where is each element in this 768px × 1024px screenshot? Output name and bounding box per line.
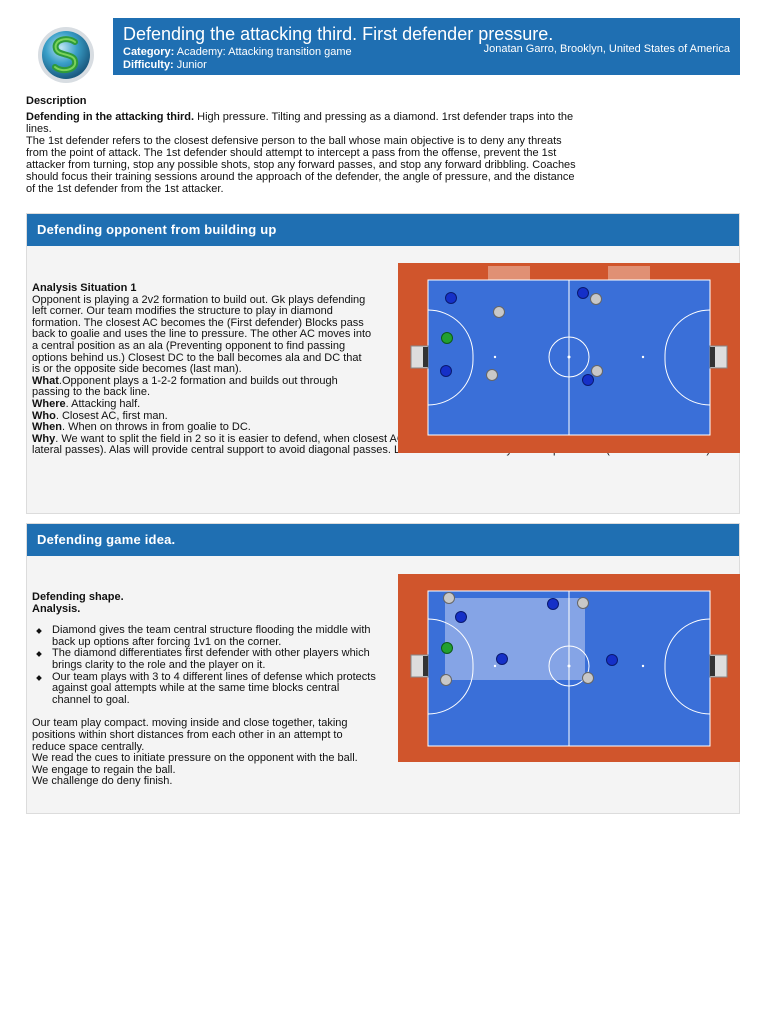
defending-shape-text: Defending shape. Analysis. Diamond gives…	[32, 591, 377, 788]
player-blue	[445, 292, 457, 304]
player-blue	[582, 374, 594, 386]
who-text: . Closest AC, first man.	[55, 409, 168, 422]
description-lead: Defending in the attacking third. High p…	[26, 111, 586, 135]
where-label: Where	[32, 397, 66, 410]
where-line: Where. Attacking half.	[32, 397, 372, 411]
futsal-court-diagram-1	[398, 263, 740, 453]
category-label: Category:	[123, 46, 175, 58]
analysis-heading: Analysis Situation 1	[32, 282, 137, 294]
description-block: Description Defending in the attacking t…	[26, 95, 586, 195]
list-item: The diamond differentiates first defende…	[32, 648, 377, 671]
category-value: Academy: Attacking transition game	[176, 46, 352, 58]
club-logo-icon	[38, 27, 94, 83]
list-item: Diamond gives the team central structure…	[32, 624, 377, 648]
author-location: Jonatan Garro, Brooklyn, United States o…	[483, 43, 730, 55]
section-title: Defending game idea.	[27, 524, 739, 556]
page-title: Defending the attacking third. First def…	[123, 24, 554, 44]
description-body: The 1st defender refers to the closest d…	[26, 135, 576, 195]
player-grey	[493, 306, 505, 318]
player-grey	[591, 365, 603, 377]
who-label: Who	[32, 409, 56, 422]
goalkeeper-green	[441, 642, 453, 654]
when-line: When. When on throws in from goalie to D…	[32, 421, 372, 434]
player-grey	[577, 597, 589, 609]
player-grey	[486, 369, 498, 381]
analysis-paragraph: Opponent is playing a 2v2 formation to b…	[32, 293, 372, 376]
section-defending-game-idea: Defending game idea. Defending shape. An…	[26, 523, 740, 814]
what-line: What.Opponent plays a 1-2-2 formation an…	[32, 374, 372, 399]
what-label: What	[32, 374, 59, 387]
player-grey	[440, 674, 452, 686]
description-heading: Description	[26, 95, 87, 107]
cues-paragraph: We read the cues to initiate pressure on…	[32, 752, 358, 765]
analysis-text: Analysis Situation 1 Opponent is playing…	[32, 282, 732, 457]
futsal-court-diagram-2	[398, 574, 740, 762]
where-text: . Attacking half.	[65, 397, 141, 410]
category-row: Category: Academy: Attacking transition …	[123, 46, 352, 59]
what-text: .Opponent plays a 1-2-2 formation and bu…	[32, 374, 338, 399]
player-blue	[547, 598, 559, 610]
compact-paragraph: Our team play compact. moving inside and…	[32, 717, 348, 753]
challenge-paragraph: We challenge do deny finish.	[32, 775, 173, 788]
player-blue	[606, 654, 618, 666]
pressing-zone	[445, 598, 585, 680]
difficulty-label: Difficulty:	[123, 59, 174, 71]
why-text: . We want to split the field in 2 so it …	[32, 432, 715, 457]
description-lead-bold: Defending in the attacking third.	[26, 111, 195, 123]
player-grey	[590, 293, 602, 305]
player-blue	[496, 653, 508, 665]
player-blue	[455, 611, 467, 623]
defending-shape-heading: Defending shape.	[32, 591, 124, 603]
when-text: . When on throws in from goalie to DC.	[61, 421, 251, 434]
why-label: Why	[32, 432, 56, 445]
analysis-heading: Analysis.	[32, 602, 81, 615]
player-blue	[577, 287, 589, 299]
why-line: Why. We want to split the field in 2 so …	[32, 432, 722, 457]
description-lead-rest: High pressure. Tilting and pressing as a…	[26, 111, 574, 135]
player-grey	[443, 592, 455, 604]
header-banner: Defending the attacking third. First def…	[113, 18, 740, 75]
player-blue	[440, 365, 452, 377]
section-title: Defending opponent from building up	[27, 214, 739, 246]
list-item: Our team plays with 3 to 4 different lin…	[32, 671, 377, 707]
engage-paragraph: We engage to regain the ball.	[32, 763, 176, 776]
difficulty-value: Junior	[176, 59, 207, 71]
bullet-list: Diamond gives the team central structure…	[32, 624, 377, 707]
difficulty-row: Difficulty: Junior	[123, 59, 207, 72]
goalkeeper-green	[441, 332, 453, 344]
player-grey	[582, 672, 594, 684]
when-label: When	[32, 421, 62, 434]
who-line: Who. Closest AC, first man.	[32, 409, 372, 423]
